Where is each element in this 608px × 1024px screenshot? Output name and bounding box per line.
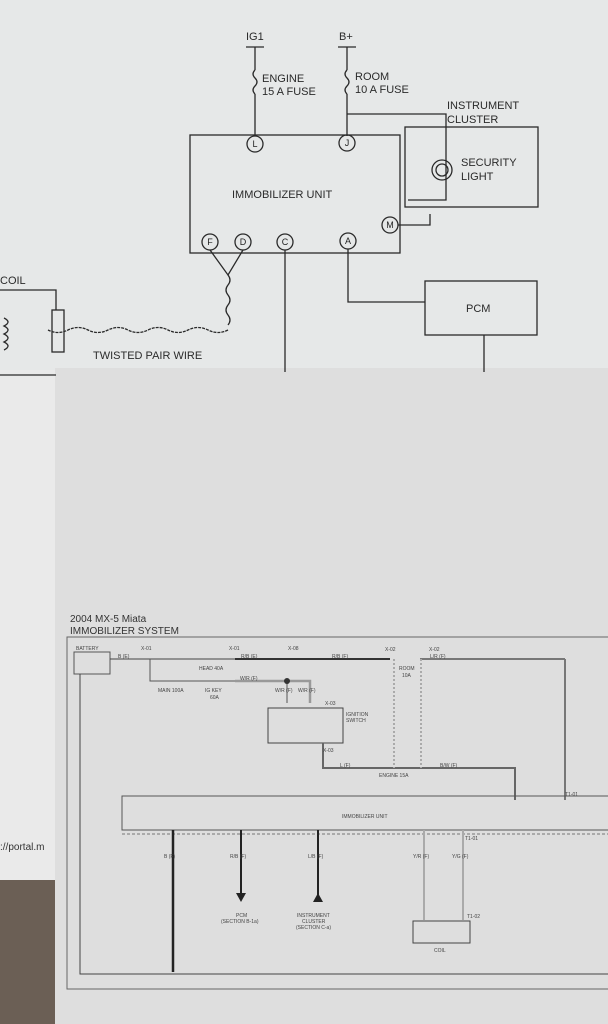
pcm-ref: PCM	[236, 913, 247, 919]
pin-d: D	[240, 237, 247, 247]
wire-lb-f: L/B (F)	[308, 854, 324, 860]
cluster-ref-2: CLUSTER	[302, 919, 326, 925]
wire-b-f: B (F)	[164, 854, 175, 860]
diagram-title: 2004 MX-5 Miata	[70, 614, 147, 625]
connector-x03: X-03	[325, 701, 336, 707]
top-diagram-labels: IG1 B+ ENGINE 15 A FUSE ROOM 10 A FUSE I…	[0, 31, 519, 362]
connector-x02: X-02	[385, 647, 396, 653]
engine-fuse-label: ENGINE	[262, 73, 304, 85]
connector-x08: X-08	[288, 646, 299, 652]
fuse-igkey: IG KEY	[205, 688, 222, 694]
cluster-ref-section: (SECTION C-a)	[296, 925, 331, 931]
pin-l: L	[252, 139, 257, 149]
cluster-label-2: CLUSTER	[447, 114, 498, 126]
wire-wr-f3: W/R (F)	[298, 688, 316, 694]
ignition-switch-label: IGNITION	[346, 712, 369, 718]
wire-wr-f: W/R (F)	[240, 676, 258, 682]
connector-x01b: X-01	[229, 646, 240, 652]
fuse-igkey-rating: 60A	[210, 695, 220, 701]
left-paper	[0, 370, 60, 880]
terminal-t1-02: T1-02	[467, 914, 480, 920]
wire-rb-f2: R/B (F)	[230, 854, 246, 860]
coil-label: COIL	[0, 275, 26, 287]
fuse-room: ROOM	[399, 666, 415, 672]
connector-x03b: X-03	[323, 748, 334, 754]
room-fuse-label: ROOM	[355, 71, 389, 83]
bplus-label: B+	[339, 31, 353, 43]
bottom-paper	[55, 368, 608, 1024]
pcm-label: PCM	[466, 303, 490, 315]
wire-wr-f2: W/R (F)	[275, 688, 293, 694]
bottom-diagram-labels: 2004 MX-5 Miata IMMOBILIZER SYSTEM BATTE…	[70, 614, 578, 954]
ignition-switch-label-2: SWITCH	[346, 718, 366, 724]
connector-x02b: X-02	[429, 647, 440, 653]
fuse-head: HEAD 40A	[199, 666, 224, 672]
room-fuse-rating: 10 A FUSE	[355, 84, 409, 96]
ig1-label: IG1	[246, 31, 264, 43]
fuse-room-rating: 10A	[402, 673, 412, 679]
fuse-main: MAIN 100A	[158, 688, 184, 694]
pin-c: C	[282, 237, 289, 247]
security-light-label-2: LIGHT	[461, 171, 494, 183]
pin-j: J	[345, 138, 350, 148]
wire-l-f: L (F)	[340, 763, 351, 769]
coil-box-label: COIL	[434, 948, 446, 954]
wire-lr-f: L/R (F)	[430, 654, 446, 660]
bottom-diagram	[66, 636, 608, 990]
engine-fuse-rating: 15 A FUSE	[262, 86, 316, 98]
cluster-ref: INSTRUMENT	[297, 913, 330, 919]
wire-b-e: B (E)	[118, 654, 130, 660]
pcm-ref-section: (SECTION B-1a)	[221, 919, 259, 925]
terminal-t1-01: T1-01	[565, 792, 578, 798]
pin-f: F	[207, 237, 213, 247]
immobilizer-unit-label: IMMOBILIZER UNIT	[232, 189, 333, 201]
pin-a: A	[345, 236, 351, 246]
wire-yr-f: Y/R (F)	[413, 854, 429, 860]
wire-bw-f: B/W (F)	[440, 763, 458, 769]
immobilizer-unit-box-label: IMMOBILIZER UNIT	[342, 814, 388, 820]
connector-x01: X-01	[141, 646, 152, 652]
cluster-label: INSTRUMENT	[447, 100, 519, 112]
terminal-t1-01b: T1-01	[465, 836, 478, 842]
wire-rb-f: R/B (F)	[332, 654, 348, 660]
top-paper	[0, 0, 608, 375]
twisted-pair-label: TWISTED PAIR WIRE	[93, 350, 202, 362]
pin-m: M	[386, 220, 394, 230]
wire-yg-f: Y/G (F)	[452, 854, 469, 860]
url-fragment: ://portal.m	[0, 842, 44, 853]
top-diagram	[0, 46, 539, 376]
battery-label: BATTERY	[76, 646, 99, 652]
security-light-label: SECURITY	[461, 157, 517, 169]
fuse-engine: ENGINE 15A	[379, 773, 409, 779]
wire-rb-e: R/B (E)	[241, 654, 258, 660]
diagram-subtitle: IMMOBILIZER SYSTEM	[70, 626, 179, 637]
